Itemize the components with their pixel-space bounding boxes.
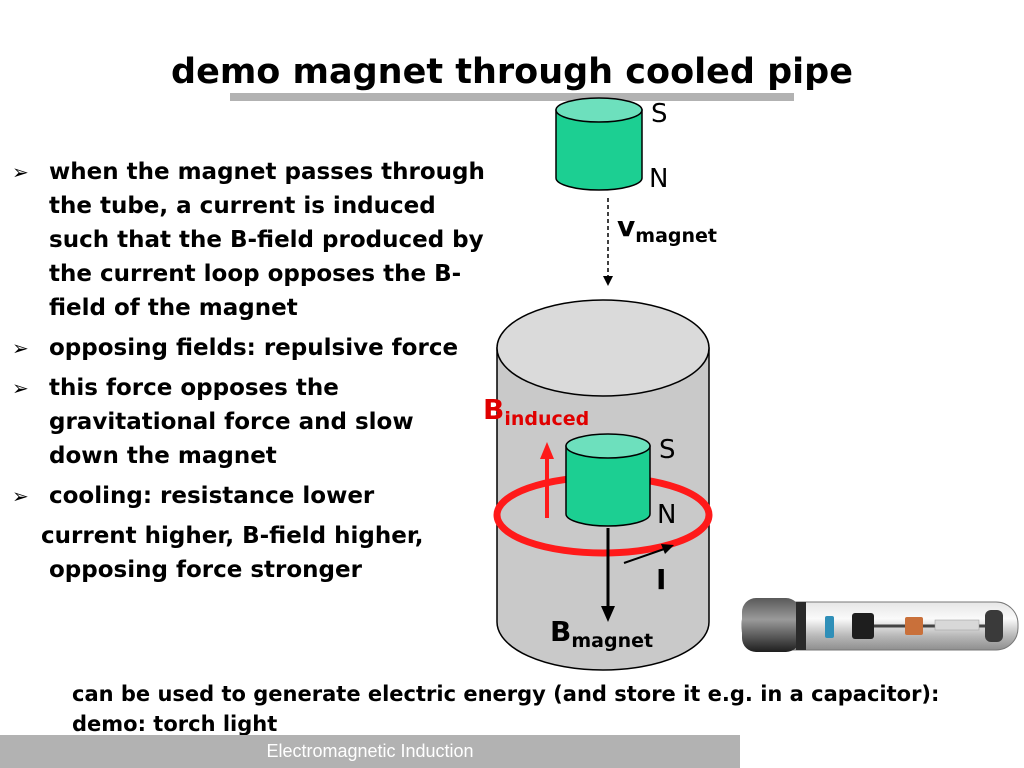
b-magnet-arrow (601, 528, 615, 622)
velocity-label: vmagnet (617, 213, 717, 249)
inner-magnet-south-label: S (659, 435, 676, 465)
bullet-item: ➢ this force opposes the gravitational fo… (10, 371, 490, 473)
top-magnet-north-label: N (649, 164, 669, 194)
bullet-continuation: current higher, B-field higher, opposing… (10, 519, 490, 587)
torch-light-image (741, 598, 1019, 652)
arrow-bullet-icon: ➢ (12, 484, 29, 508)
arrow-bullet-icon: ➢ (12, 336, 29, 360)
b-induced-arrow (540, 442, 554, 518)
slide-title: demo magnet through cooled pipe (171, 52, 853, 92)
inner-magnet (565, 433, 651, 527)
b-magnet-symbol: B (550, 615, 572, 648)
top-magnet-south-label: S (651, 99, 668, 129)
bullet-item: ➢ cooling: resistance lower (10, 479, 490, 513)
bullet-item: ➢ opposing fields: repulsive force (10, 331, 490, 365)
b-induced-subscript: induced (504, 408, 590, 430)
arrow-bullet-icon: ➢ (12, 376, 29, 400)
bullet-text: cooling: resistance lower (49, 483, 375, 509)
bullet-continuation-text: current higher, B-field higher, opposing… (41, 523, 424, 583)
current-label: I (656, 563, 667, 596)
b-magnet-label: Bmagnet (550, 618, 654, 654)
bullet-text: opposing fields: repulsive force (49, 335, 459, 361)
velocity-arrow (603, 198, 613, 286)
inner-magnet-north-label: N (657, 500, 677, 530)
bullet-text: when the magnet passes through the tube,… (49, 159, 485, 321)
velocity-symbol: v (617, 210, 636, 243)
b-induced-label: Binduced (483, 396, 590, 432)
current-loop-front (493, 514, 713, 557)
b-magnet-subscript: magnet (571, 630, 654, 652)
footer-bar: Electromagnetic Induction (0, 735, 740, 768)
bullet-list: ➢ when the magnet passes through the tube… (10, 155, 490, 593)
bullet-text: this force opposes the gravitational for… (49, 375, 414, 469)
bullet-item: ➢ when the magnet passes through the tube… (10, 155, 490, 325)
b-induced-symbol: B (483, 393, 505, 426)
bottom-note: can be used to generate electric energy … (72, 682, 940, 736)
current-direction-arrow (623, 544, 674, 564)
title-underline (230, 93, 794, 101)
top-magnet (555, 97, 643, 191)
arrow-bullet-icon: ➢ (12, 160, 29, 184)
velocity-subscript: magnet (635, 225, 717, 247)
